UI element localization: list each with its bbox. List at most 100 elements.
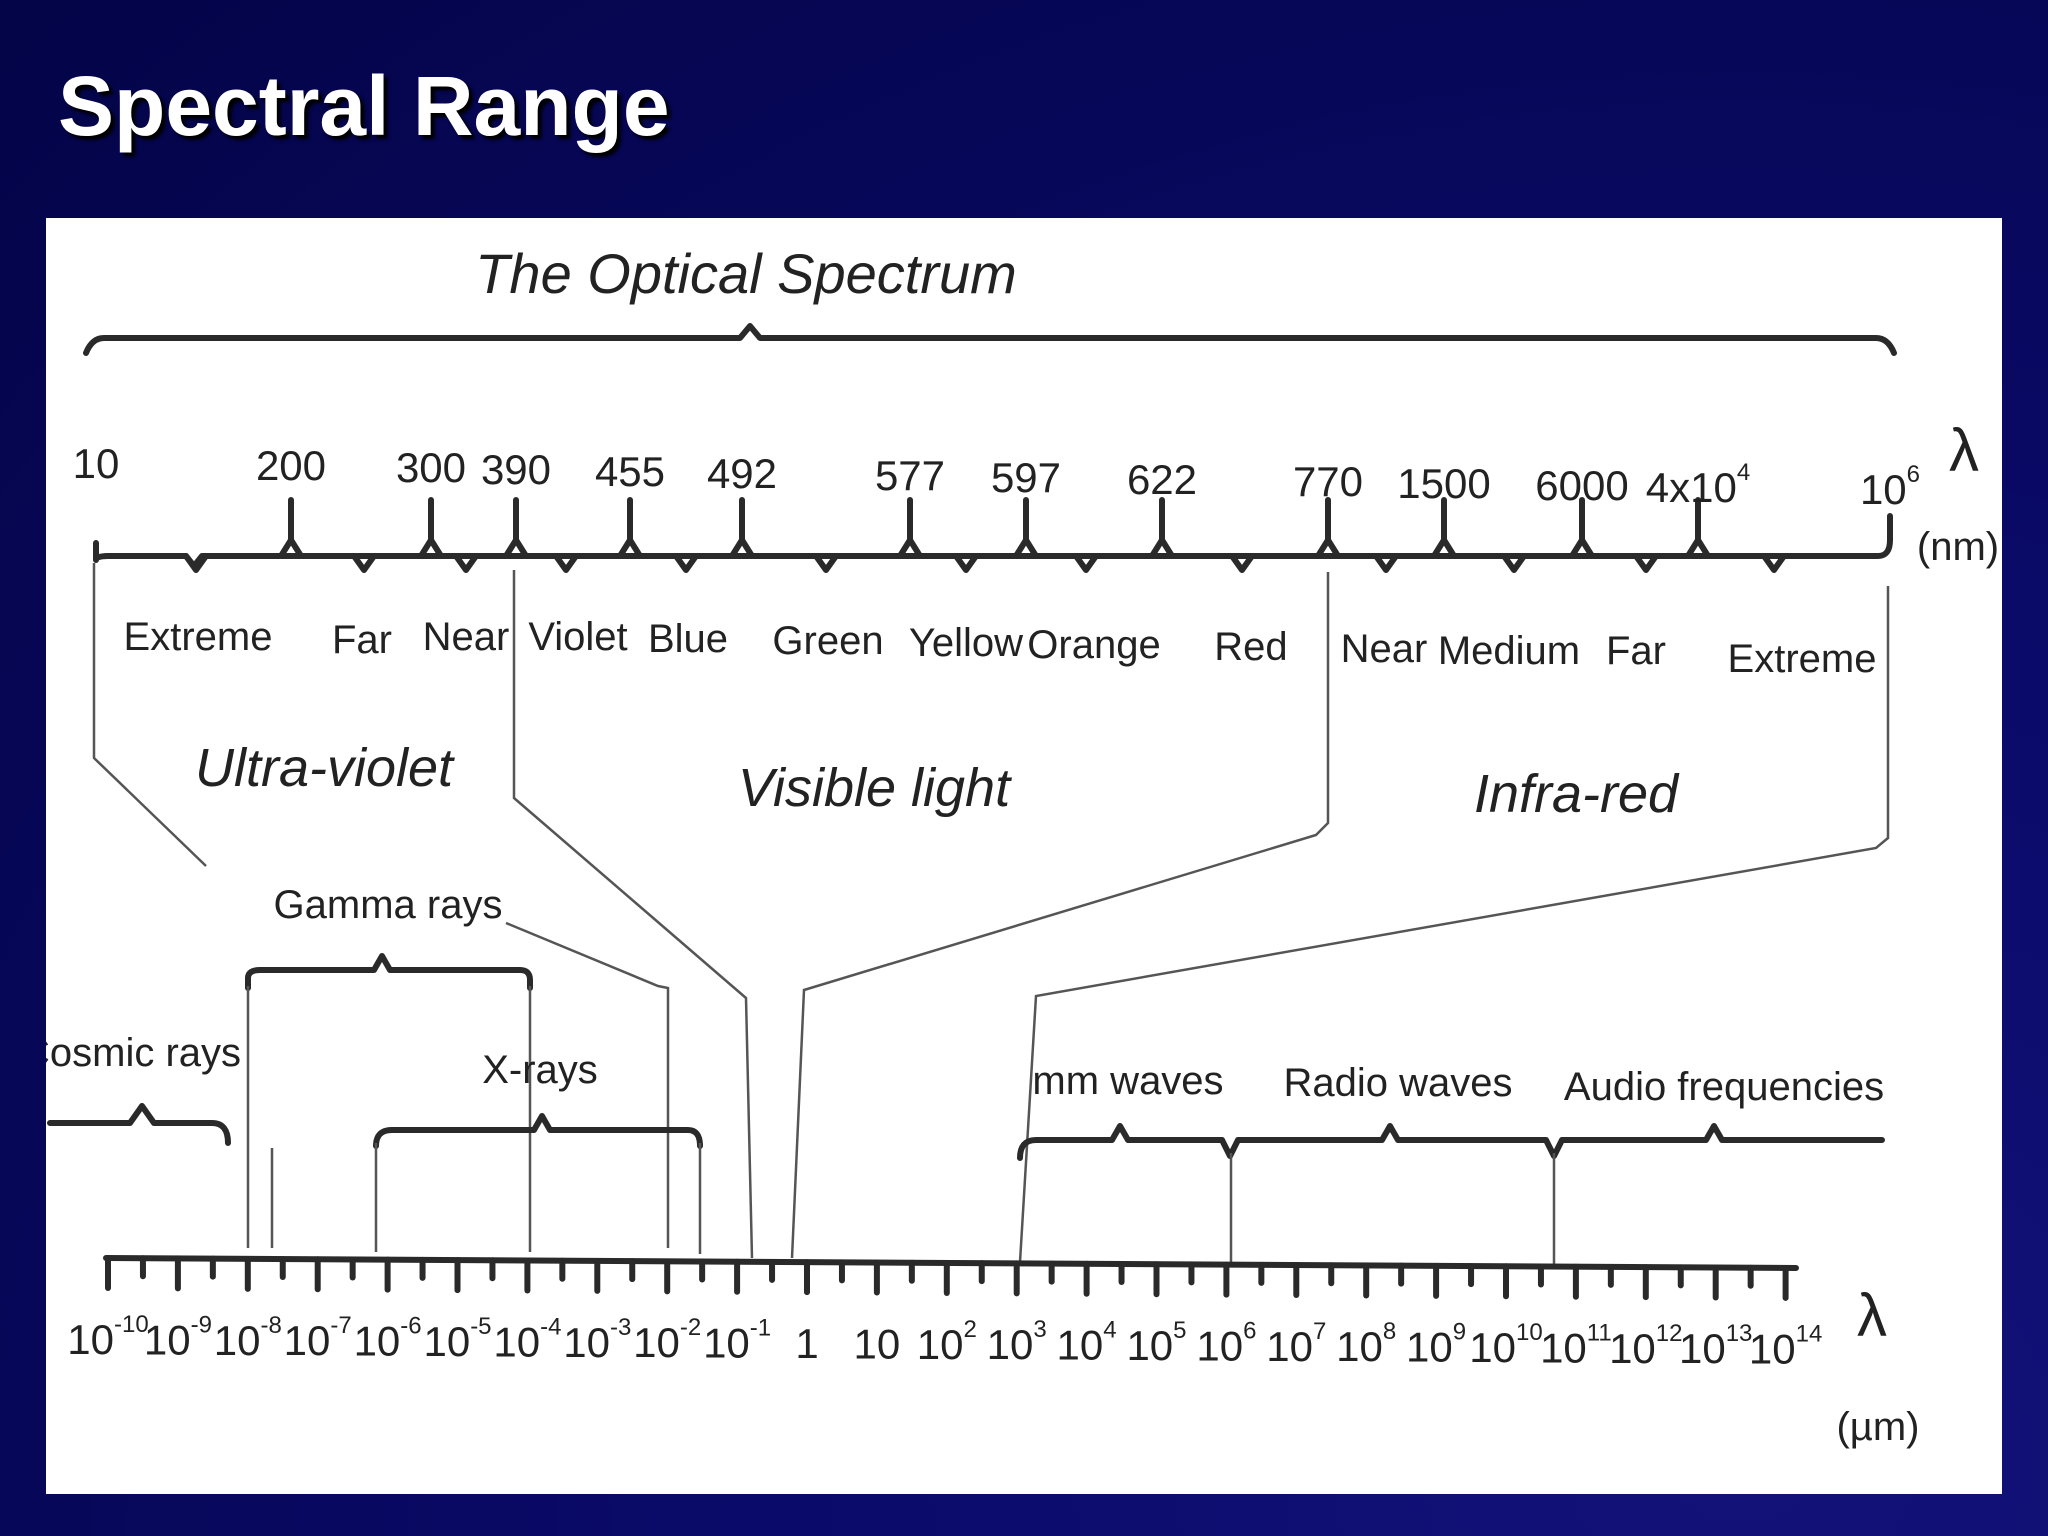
nm-tick-label: 770 <box>1293 458 1363 505</box>
nm-scale-line <box>93 513 1893 569</box>
radio-waves-label: Radio waves <box>1283 1061 1512 1105</box>
subband-uv-near: Near <box>423 615 510 659</box>
x-rays-band <box>373 1113 703 1149</box>
nm-tick-label: 200 <box>256 442 326 489</box>
nm-tick-label: 597 <box>991 454 1061 501</box>
nm-tick <box>1569 497 1595 559</box>
connector-visible-left <box>512 570 754 1259</box>
subband-ir-far: Far <box>1606 629 1666 673</box>
um-tick-label: 107 <box>1266 1318 1326 1370</box>
nm-tick <box>503 497 529 559</box>
gamma-rays-label: Gamma rays <box>274 883 503 927</box>
um-tick-label: 10-3 <box>563 1314 631 1366</box>
nm-notch <box>1373 553 1399 573</box>
nm-lambda-symbol: λ <box>1949 417 1979 484</box>
nm-notch <box>673 553 699 573</box>
subband-uv-extreme: Extreme <box>124 615 273 659</box>
nm-scale-labels: 10 200 300 390 455 492 577 597 622 770 1500 6000 4x1… <box>73 440 1920 513</box>
um-tick-label: 105 <box>1126 1317 1186 1369</box>
region-ultraviolet: Ultra-violet <box>195 738 455 798</box>
nm-tick <box>729 497 755 559</box>
nm-tick <box>1315 497 1341 559</box>
cosmic-rays-label: Cosmic rays <box>46 1031 241 1075</box>
um-tick-label: 103 <box>987 1316 1047 1368</box>
um-tick-label: 10-2 <box>633 1314 701 1366</box>
nm-tick <box>278 497 304 559</box>
nm-tick <box>617 497 643 559</box>
nm-tick-label: 492 <box>707 450 777 497</box>
region-visible-light: Visible light <box>738 758 1012 818</box>
nm-tick <box>418 497 444 559</box>
nm-tick-label: 455 <box>595 448 665 495</box>
um-tick-label: 10-10 <box>67 1311 148 1363</box>
subband-ir-near: Near <box>1341 627 1428 671</box>
region-infrared: Infra-red <box>1474 764 1680 824</box>
nm-tick-label: 622 <box>1127 456 1197 503</box>
cosmic-rays-band <box>47 1103 231 1146</box>
nm-notch <box>953 553 979 573</box>
um-unit-label: (µm) <box>1836 1405 1919 1449</box>
um-tick-label: 1011 <box>1540 1319 1612 1371</box>
nm-tick-label: 300 <box>396 444 466 491</box>
connector-ir-right <box>1018 586 1890 1263</box>
connector-uv-left <box>92 563 207 867</box>
mm-waves-label: mm waves <box>1032 1059 1223 1103</box>
long-wave-band <box>1017 1123 1885 1161</box>
nm-notch <box>1501 553 1527 573</box>
subband-ir-extreme: Extreme <box>1728 637 1877 681</box>
nm-tick-label: 577 <box>875 452 945 499</box>
um-lambda-symbol: λ <box>1857 1282 1887 1349</box>
audio-frequencies-label: Audio frequencies <box>1564 1065 1884 1109</box>
nm-notch <box>351 553 377 573</box>
um-tick-label: 10-5 <box>423 1313 491 1365</box>
nm-notch <box>1633 553 1659 573</box>
um-tick-label: 10-4 <box>493 1313 561 1365</box>
nm-tick-label: 10 <box>73 440 120 487</box>
nm-tick <box>1431 497 1457 559</box>
um-tick-label: 106 <box>1196 1317 1256 1369</box>
um-tick-label: 10-6 <box>354 1313 422 1365</box>
um-tick-label: 1010 <box>1469 1319 1542 1371</box>
um-tick-label: 1012 <box>1609 1320 1682 1372</box>
slide-title: Spectral Range <box>58 59 670 153</box>
subband-blue: Blue <box>648 617 728 661</box>
nm-tick-label: 390 <box>481 446 551 493</box>
nm-tick-label: 106 <box>1860 461 1920 513</box>
gamma-rays-brace <box>245 953 533 991</box>
um-tick-label: 104 <box>1057 1317 1117 1369</box>
nm-tick <box>1685 497 1711 559</box>
nm-tick-label: 4x104 <box>1646 459 1750 511</box>
um-tick-label: 10-1 <box>703 1315 771 1367</box>
subband-ir-medium: Medium <box>1438 629 1580 673</box>
nm-scale-ticks <box>183 497 1787 573</box>
subband-green: Green <box>772 619 883 663</box>
nm-notch <box>1073 553 1099 573</box>
nm-tick-label: 6000 <box>1535 462 1628 509</box>
nm-notch <box>183 553 209 573</box>
um-tick-label: 10-7 <box>284 1312 352 1364</box>
nm-notch <box>1229 553 1255 573</box>
subband-violet: Violet <box>528 615 627 659</box>
um-tick-label: 10 <box>854 1320 901 1367</box>
um-tick-label: 10-8 <box>214 1312 282 1364</box>
nm-notch <box>553 553 579 573</box>
um-tick-label: 1014 <box>1749 1321 1822 1373</box>
nm-unit-label: (nm) <box>1917 525 1999 569</box>
subband-orange: Orange <box>1027 623 1160 667</box>
subband-uv-far: Far <box>332 618 392 662</box>
um-tick-label: 10-9 <box>144 1311 212 1363</box>
connector-visible-right <box>790 572 1330 1259</box>
um-tick-label: 108 <box>1336 1318 1396 1370</box>
nm-tick <box>1149 497 1175 559</box>
connector-uv-right <box>505 921 670 1248</box>
optical-brace <box>83 323 1897 356</box>
um-tick-label: 1 <box>795 1320 818 1367</box>
um-scale-ticks <box>105 1255 1789 1301</box>
nm-tick-label: 1500 <box>1397 460 1490 507</box>
um-tick-label: 1013 <box>1679 1320 1752 1372</box>
subband-yellow: Yellow <box>909 621 1023 665</box>
subband-red: Red <box>1214 625 1287 669</box>
x-rays-label: X-rays <box>482 1048 598 1092</box>
